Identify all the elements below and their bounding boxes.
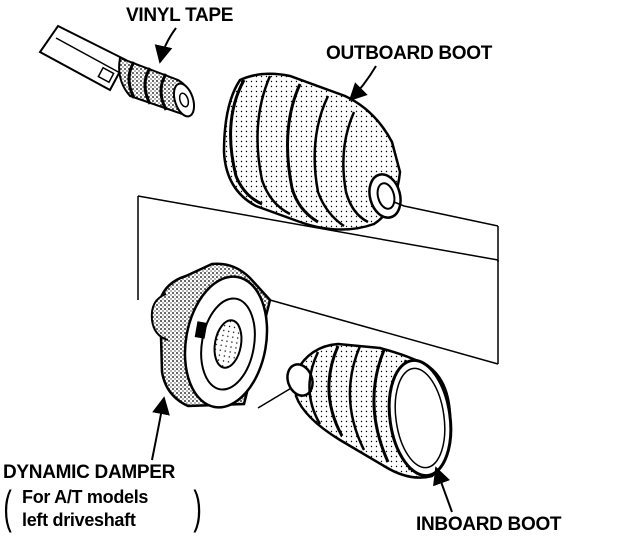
note-close-paren: ) bbox=[193, 481, 202, 533]
note-open-paren: ( bbox=[3, 481, 12, 533]
outboard-boot-arrow bbox=[348, 65, 377, 102]
dynamic-damper bbox=[150, 262, 272, 409]
outboard-boot-label: OUTBOARD BOOT bbox=[326, 43, 493, 64]
model-note: ( For A/T models left driveshaft ) bbox=[3, 481, 208, 536]
inboard-boot-label: INBOARD BOOT bbox=[416, 514, 562, 535]
dynamic-damper-label: DYNAMIC DAMPER bbox=[3, 462, 176, 483]
alignment-lines bbox=[137, 195, 499, 409]
driveshaft bbox=[38, 24, 128, 92]
dynamic-damper-arrow bbox=[151, 396, 170, 461]
vinyl-tape-arrow bbox=[154, 27, 177, 64]
inboard-boot bbox=[286, 342, 453, 479]
leader-arrows bbox=[151, 27, 453, 513]
vinyl-tape bbox=[118, 56, 196, 118]
note-line-driveshaft: left driveshaft bbox=[22, 510, 136, 530]
inboard-boot-arrow bbox=[433, 466, 453, 513]
note-line-models: For A/T models bbox=[22, 487, 149, 507]
vinyl-tape-label: VINYL TAPE bbox=[126, 5, 234, 26]
outboard-boot bbox=[222, 72, 405, 231]
